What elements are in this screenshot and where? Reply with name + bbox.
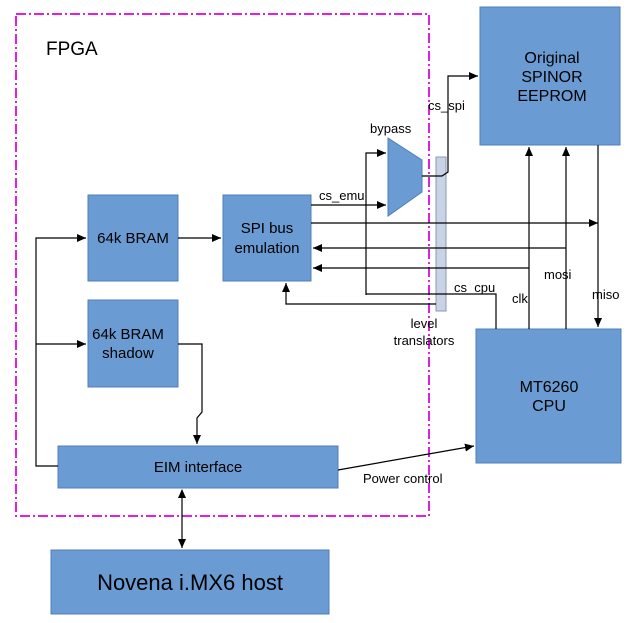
svg-text:Novena i.MX6 host: Novena i.MX6 host (97, 570, 283, 595)
clk-label: clk (512, 291, 528, 306)
bram-block: 64k BRAM (87, 194, 179, 282)
level-translators-label: level (411, 316, 438, 331)
fpga-label: FPGA (46, 39, 98, 60)
host-block: Novena i.MX6 host (50, 549, 330, 615)
fpga-boundary (15, 13, 430, 517)
power-control-label: Power control (363, 471, 443, 486)
svg-text:SPI bus: SPI bus (241, 220, 294, 237)
svg-text:64k BRAM: 64k BRAM (92, 326, 164, 343)
svg-text:MT6260: MT6260 (520, 379, 579, 396)
miso-label: miso (592, 287, 619, 302)
connection-lines (35, 72, 602, 548)
svg-text:CPU: CPU (532, 398, 566, 415)
bypass-label: bypass (370, 121, 412, 136)
level-translator-bar (435, 156, 447, 312)
svg-text:64k BRAM: 64k BRAM (97, 230, 169, 247)
svg-text:Original: Original (524, 50, 579, 67)
cs-emu-label: cs_emu (319, 188, 365, 203)
cs-spi-label: cs_spi (428, 98, 465, 113)
spi-emulation-block: SPI bus emulation (222, 194, 312, 282)
svg-text:shadow: shadow (102, 345, 154, 362)
bram-shadow-block: 64k BRAM shadow (87, 299, 179, 388)
cpu-block: MT6260 CPU (475, 328, 622, 464)
eim-interface-block: EIM interface (57, 445, 339, 489)
bypass-mux (387, 137, 423, 217)
mosi-label: mosi (544, 267, 572, 282)
eeprom-block: Original SPINOR EEPROM (479, 6, 621, 146)
level-translators-label-2: translators (394, 333, 455, 348)
svg-text:emulation: emulation (234, 240, 299, 257)
svg-text:EIM interface: EIM interface (154, 459, 242, 476)
cs-cpu-label: cs_cpu (454, 280, 495, 295)
svg-text:SPINOR: SPINOR (521, 69, 582, 86)
svg-text:EEPROM: EEPROM (517, 88, 586, 105)
